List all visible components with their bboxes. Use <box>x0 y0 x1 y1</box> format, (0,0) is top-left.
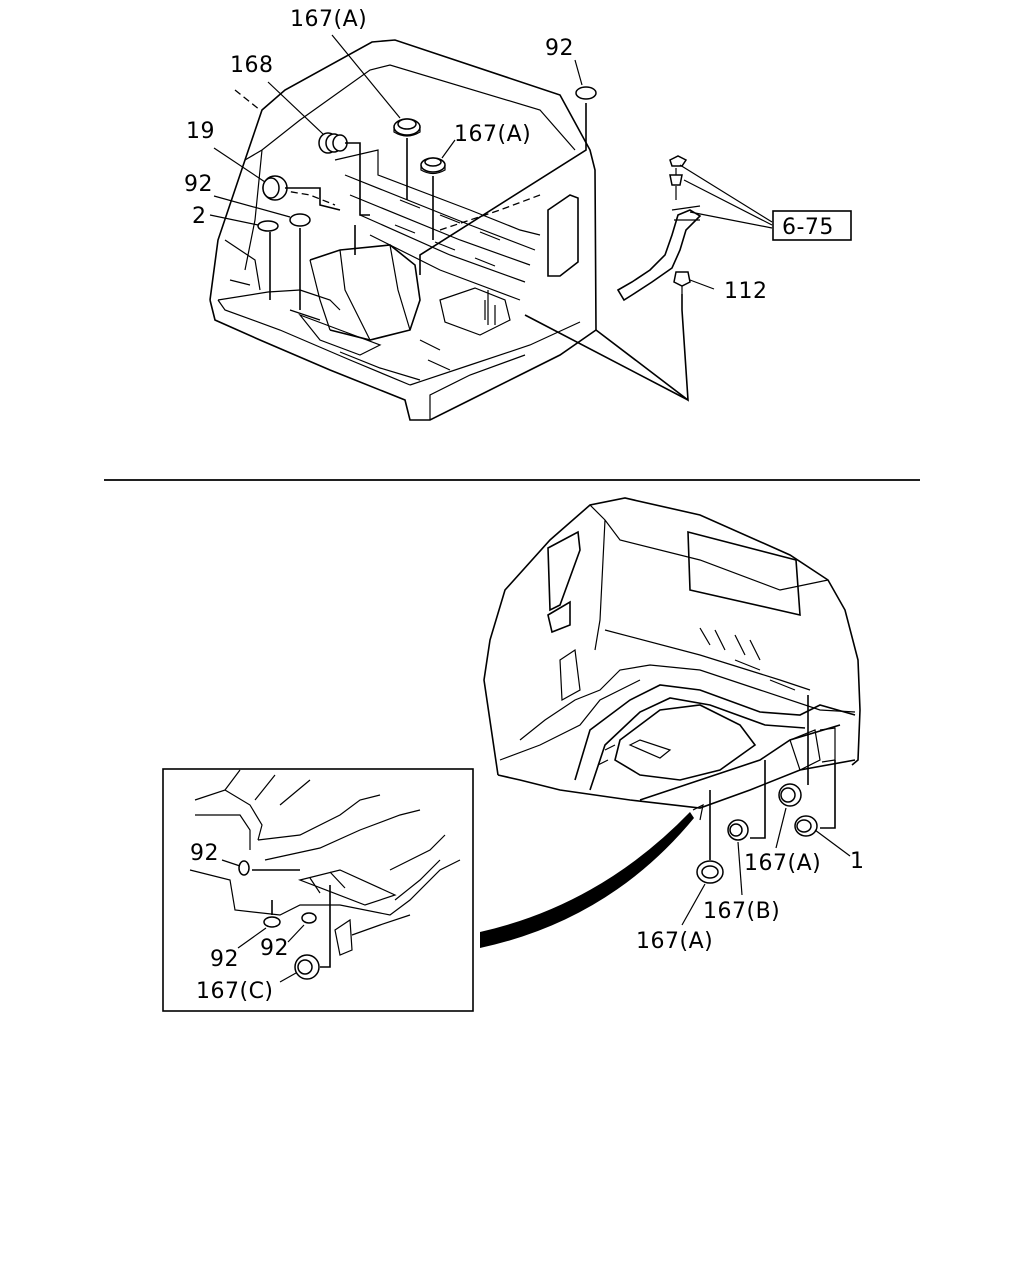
grommet-167a-icon <box>393 118 421 137</box>
cab-floor-top-view <box>209 39 597 421</box>
label-167a: 167(A) <box>744 851 821 876</box>
part-icons-underside <box>696 783 818 884</box>
ring-92-icon <box>238 860 250 876</box>
bolt-112-icon <box>673 271 691 294</box>
callout-labels-top: 167(A) 168 92 167(A) 19 92 2 6-75 112 <box>184 7 852 304</box>
grommet-167a-icon <box>420 157 446 175</box>
label-2: 2 <box>192 204 207 229</box>
grommet-167b-icon <box>727 819 749 841</box>
ring-92-icon <box>289 213 311 227</box>
label-167a: 167(A) <box>636 929 713 954</box>
label-168: 168 <box>230 53 274 78</box>
label-167b: 167(B) <box>703 899 780 924</box>
label-reference-6-75: 6-75 <box>782 215 834 240</box>
ring-92-icon <box>263 916 281 928</box>
label-92: 92 <box>260 936 289 961</box>
label-19: 19 <box>186 119 215 144</box>
grommet-1-icon <box>794 815 818 837</box>
leader-lines-underside <box>681 695 851 926</box>
hook-bracket-icon <box>616 205 702 302</box>
callout-labels-underside: 167(A) 1 167(B) 167(A) <box>636 849 865 954</box>
label-167a: 167(A) <box>454 122 531 147</box>
label-92: 92 <box>545 36 574 61</box>
ring-92-icon <box>301 912 317 924</box>
label-92: 92 <box>190 841 219 866</box>
detail-pointer <box>480 812 694 948</box>
ring-2-icon <box>257 220 279 232</box>
grommet-167a-icon <box>778 783 802 807</box>
label-92: 92 <box>184 172 213 197</box>
bellows-boot-168-icon <box>318 132 348 154</box>
inset-detail: 92 92 92 167(C) <box>162 768 474 1012</box>
inset-frame <box>162 768 474 1012</box>
grommet-167c-icon <box>294 954 320 980</box>
label-92: 92 <box>210 947 239 972</box>
cab-underside-view <box>483 497 861 821</box>
label-1: 1 <box>850 849 865 874</box>
label-112: 112 <box>724 279 768 304</box>
part-icons-top <box>257 86 702 302</box>
plug-19-icon <box>262 175 288 201</box>
ring-92-icon <box>575 86 597 100</box>
label-167a: 167(A) <box>290 7 367 32</box>
reference-box <box>772 210 852 241</box>
grommet-167a-icon <box>696 860 724 884</box>
label-167c: 167(C) <box>196 979 274 1004</box>
clip-icon <box>669 155 688 200</box>
leader-lines-top <box>209 34 773 402</box>
